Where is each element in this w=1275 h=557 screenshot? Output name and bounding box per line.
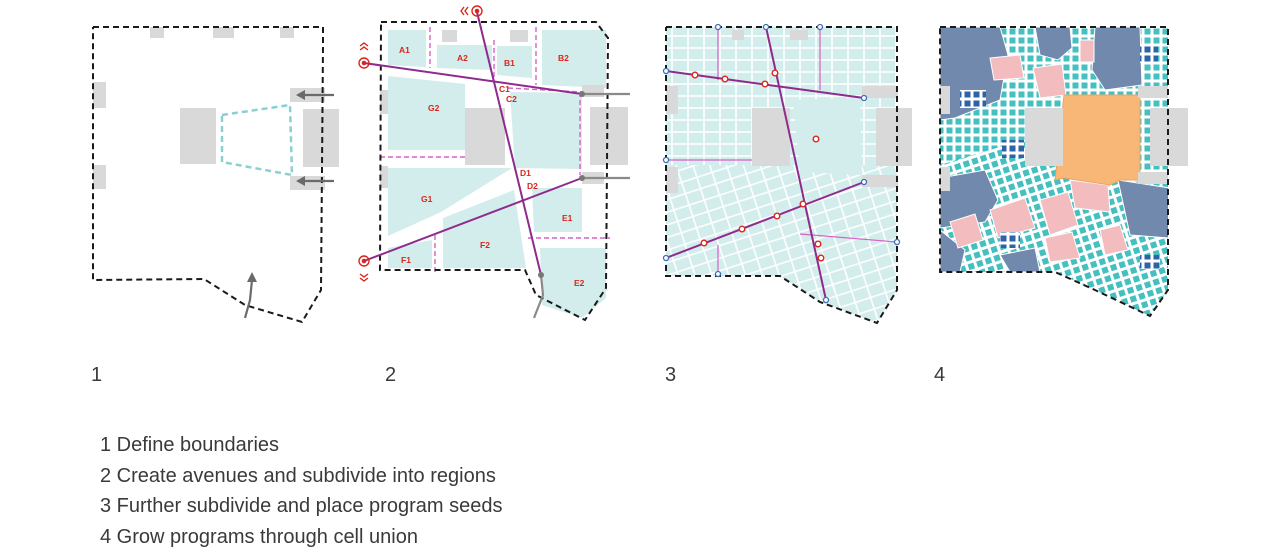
entrance-arrow-icon: [243, 90, 334, 319]
region-labels: A1 A2 B1 B2 C1 C2 D1 D2 E1 E2 F1 F2 G1 G…: [399, 45, 585, 288]
step-number-1: 1: [91, 364, 103, 386]
expansion-zone-outline: [220, 103, 294, 177]
entry-target-icon: [358, 5, 483, 282]
step-number-4: 4: [934, 364, 946, 386]
svg-text:B1: B1: [504, 58, 515, 68]
panel-3-subdivide-seeds: [662, 23, 912, 325]
step-number-3: 3: [665, 364, 677, 386]
program-seed-icon: [691, 69, 825, 262]
program-cells: [940, 27, 1168, 316]
svg-text:G2: G2: [428, 103, 440, 113]
svg-text:C2: C2: [506, 94, 517, 104]
panel-1-define-boundaries: [92, 26, 339, 324]
avenue-node-icon: [538, 91, 585, 278]
svg-text:B2: B2: [558, 53, 569, 63]
caption-step-3: 3 Further subdivide and place program se…: [100, 495, 503, 517]
site-boundary: [378, 21, 610, 322]
svg-text:G1: G1: [421, 194, 433, 204]
svg-text:E1: E1: [562, 213, 573, 223]
svg-text:E2: E2: [574, 278, 585, 288]
svg-text:A2: A2: [457, 53, 468, 63]
context-buildings: [666, 30, 912, 193]
svg-text:F1: F1: [401, 255, 411, 265]
context-buildings: [940, 86, 1188, 191]
entrance-lines: [532, 92, 630, 319]
context-buildings: [93, 27, 339, 190]
svg-text:D2: D2: [527, 181, 538, 191]
step-captions: 1 Define boundaries 2 Create avenues and…: [100, 430, 502, 552]
step-number-2: 2: [385, 364, 397, 386]
panel-4-program-growth: [939, 26, 1188, 318]
panel-2-avenues-regions: A1 A2 B1 B2 C1 C2 D1 D2 E1 E2 F1 F2 G1 G…: [358, 5, 630, 322]
subdivision-node-icon: [662, 23, 901, 304]
caption-step-2: 2 Create avenues and subdivide into regi…: [100, 464, 496, 487]
site-boundary: [939, 26, 1169, 318]
subdivider-lines: [666, 27, 898, 274]
caption-step-1: 1 Define boundaries: [100, 434, 280, 456]
avenues: [363, 11, 583, 276]
site-boundary: [665, 26, 898, 325]
subdivider-lines: [380, 27, 610, 272]
svg-text:D1: D1: [520, 168, 531, 178]
svg-text:A1: A1: [399, 45, 410, 55]
svg-text:C1: C1: [499, 84, 510, 94]
site-boundary: [92, 26, 324, 324]
caption-step-4: 4 Grow programs through cell union: [100, 525, 418, 548]
svg-text:F2: F2: [480, 240, 490, 250]
